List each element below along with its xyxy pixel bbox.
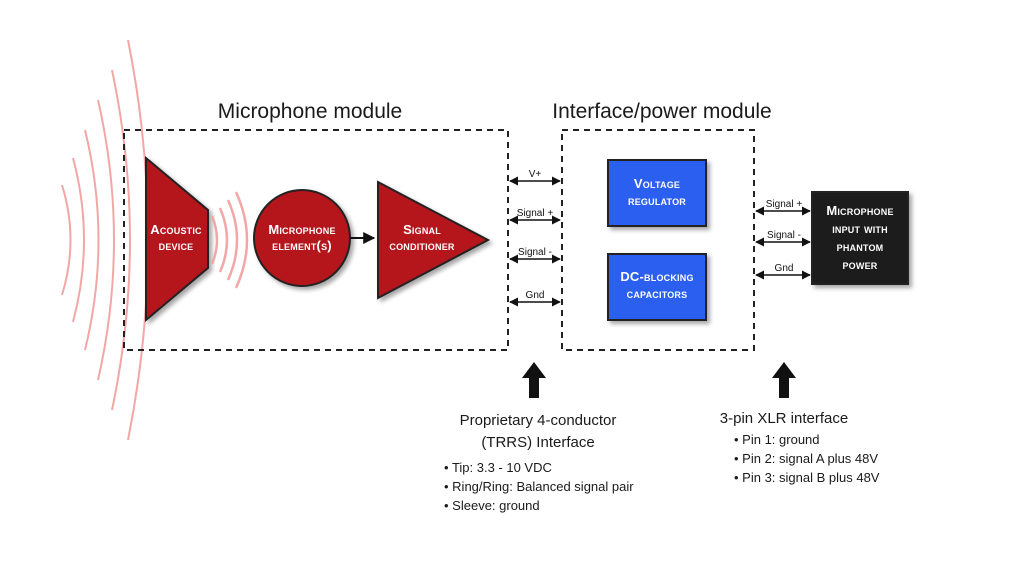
microphone-module-title: Microphone module [218,100,402,123]
trrs-bullet: Tip: 3.3 - 10 VDC [452,460,552,475]
interface-module-title: Interface/power module [552,100,771,123]
xlr-bullet-list: • Pin 1: ground • Pin 2: signal A plus 4… [734,432,880,485]
xlr-signal-lines [755,206,811,280]
trrs-signal-minus: Signal - [518,247,552,258]
mic-input-block: Microphone input with phantom power [811,191,909,285]
signal-conditioner-label-2: conditioner [389,238,455,253]
trrs-bullet-list: • Tip: 3.3 - 10 VDC • Ring/Ring: Balance… [444,460,634,513]
trrs-bullet: Ring/Ring: Balanced signal pair [452,479,634,494]
trrs-bullet: Sleeve: ground [452,498,539,513]
xlr-signal-minus: Signal - [767,230,801,241]
trrs-title-line-2: (TRRS) Interface [481,434,594,451]
voltage-regulator-block: Voltage regulator [607,159,707,227]
signal-conditioner-block: Signal conditioner [377,180,491,300]
acoustic-device-block: Acoustic device [145,155,209,323]
mic-input-label-4: power [842,257,877,272]
interface-module-box [561,129,755,351]
microphone-element-label-2: element(s) [272,238,332,253]
trrs-signal-gnd: Gnd [526,290,545,301]
xlr-bullet: Pin 1: ground [742,432,819,447]
svg-text:• Ring/Ring: Balanced signal p: • Ring/Ring: Balanced signal pair [444,479,634,494]
acoustic-device-label-2: device [159,238,194,253]
voltage-regulator-label-2: regulator [628,193,686,208]
trrs-up-arrow-icon [522,362,546,398]
dc-blocking-block: DC-blocking capacitors [607,253,707,321]
trrs-signal-plus: Signal + [517,208,554,219]
trrs-signal-vplus: V+ [529,169,542,180]
xlr-bullet: Pin 3: signal B plus 48V [742,470,880,485]
sound-wave-small-icon [210,191,249,289]
svg-text:• Tip: 3.3 - 10 VDC: • Tip: 3.3 - 10 VDC [444,460,552,475]
xlr-title: 3-pin XLR interface [720,410,848,427]
microphone-element-block: Microphone element(s) [253,189,351,287]
trrs-signal-lines [509,176,561,307]
svg-text:• Pin 1: ground: • Pin 1: ground [734,432,820,447]
mic-input-label-3: phantom [837,239,884,254]
trrs-title-line-1: Proprietary 4-conductor [460,412,617,429]
xlr-bullet: Pin 2: signal A plus 48V [742,451,878,466]
microphone-module-box [123,129,509,351]
dc-blocking-label-1: DC-blocking [620,269,693,284]
voltage-regulator-label-1: Voltage [634,176,680,191]
microphone-element-label-1: Microphone [268,222,335,237]
svg-text:• Pin 3: signal B plus 48V: • Pin 3: signal B plus 48V [734,470,880,485]
sound-wave-large-icon [61,39,149,441]
acoustic-device-label-1: Acoustic [150,222,202,237]
svg-text:• Sleeve: ground: • Sleeve: ground [444,498,540,513]
xlr-signal-gnd: Gnd [775,263,794,274]
dc-blocking-label-2: capacitors [627,286,688,301]
mic-input-label-1: Microphone [826,203,893,218]
xlr-up-arrow-icon [772,362,796,398]
svg-text:• Pin 2: signal A plus 48V: • Pin 2: signal A plus 48V [734,451,878,466]
xlr-signal-plus: Signal + [766,199,803,210]
mic-input-label-2: input with [832,221,888,236]
signal-conditioner-label-1: Signal [403,222,441,237]
